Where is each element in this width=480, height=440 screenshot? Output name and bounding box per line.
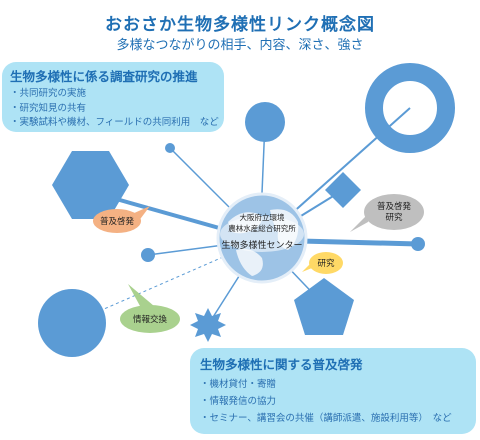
panel-research-heading: 生物多様性に係る調査研究の推進: [10, 69, 198, 84]
center-globe: 大阪府立環境 農林水産総合研究所 生物多様性センター: [216, 192, 308, 284]
panel-research-list: ・共同研究の実施 ・研究知見の共有 ・実験試料や機材、フィールドの共同利用 など: [2, 87, 224, 131]
center-org-line2: 農林水産総合研究所: [228, 223, 296, 233]
node-circle-top: [245, 102, 285, 142]
callout-outreach-research-line2: 研究: [385, 212, 403, 223]
panel-outreach: 生物多様性に関する普及啓発 ・機材貸付・寄贈 ・情報発信の協力 ・セミナー、講習…: [190, 348, 476, 434]
callout-outreach-left: 普及啓発: [93, 206, 150, 233]
list-item: ・実験試料や機材、フィールドの共同利用 など: [10, 117, 219, 128]
callout-research-text: 研究: [317, 258, 335, 269]
node-diamond: [325, 172, 361, 208]
panel-research-promotion: 生物多様性に係る調査研究の推進 ・共同研究の実施 ・研究知見の共有 ・実験試料や…: [2, 62, 224, 132]
link-big-circle: [71, 239, 263, 324]
list-item: ・機材貸付・寄贈: [200, 379, 277, 390]
node-dot-right: [411, 237, 425, 251]
partner-nodes: [38, 63, 455, 357]
callout-outreach-left-text: 普及啓発: [100, 216, 135, 227]
list-item: ・共同研究の実施: [10, 88, 87, 99]
callout-outreach-research: 普及啓発 研究: [350, 194, 424, 232]
center-org-line1: 大阪府立環境: [240, 212, 285, 222]
diagram-title: おおさか生物多様性リンク概念図: [105, 15, 375, 35]
list-item: ・セミナー、講習会の共催（講師派遣、施設利用等） など: [200, 413, 452, 424]
panel-outreach-heading: 生物多様性に関する普及啓発: [200, 357, 363, 372]
node-dot-mid: [141, 248, 155, 262]
callout-info-exchange: 情報交換: [120, 284, 180, 333]
node-hexagon: [52, 151, 129, 219]
node-star: [190, 308, 226, 342]
center-name: 生物多様性センター: [221, 239, 302, 251]
callout-info-exchange-text: 情報交換: [133, 314, 168, 325]
node-pentagon: [294, 278, 354, 335]
node-ring: [365, 63, 455, 153]
panel-outreach-list: ・機材貸付・寄贈 ・情報発信の協力 ・セミナー、講習会の共催（講師派遣、施設利用…: [190, 376, 476, 427]
callout-research: 研究: [302, 252, 343, 274]
diagram-subtitle: 多様なつながりの相手、内容、深さ、強さ: [116, 38, 364, 53]
node-circle-big: [38, 289, 106, 357]
list-item: ・情報発信の協力: [200, 396, 277, 407]
node-dot-small: [165, 143, 175, 153]
list-item: ・研究知見の共有: [10, 102, 87, 114]
callout-outreach-research-line1: 普及啓発: [377, 201, 412, 212]
